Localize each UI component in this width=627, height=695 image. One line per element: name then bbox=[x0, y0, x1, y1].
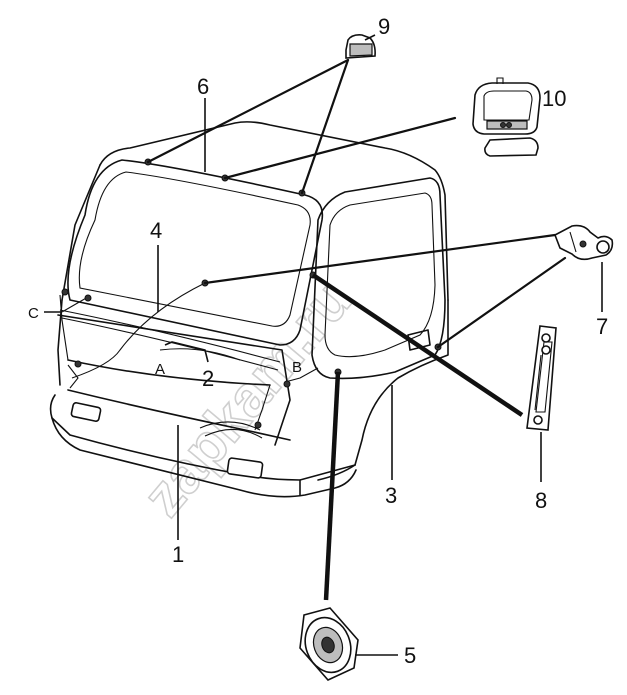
switch-part bbox=[553, 224, 614, 261]
callout-2: 2 bbox=[202, 366, 214, 391]
roof-lamp-part bbox=[345, 34, 376, 59]
connector-dot bbox=[61, 288, 69, 296]
callout-3: 3 bbox=[385, 483, 397, 508]
connector-dot bbox=[74, 360, 82, 368]
callout-4: 4 bbox=[150, 218, 162, 243]
connector-dot bbox=[84, 294, 92, 302]
callout-7: 7 bbox=[596, 314, 608, 339]
callout-5: 5 bbox=[404, 643, 416, 668]
point-labels: A B C bbox=[28, 305, 302, 378]
interior-mirror-part bbox=[472, 77, 541, 157]
connector-dot bbox=[254, 421, 262, 429]
point-label-c: C bbox=[28, 305, 39, 322]
callout-6: 6 bbox=[197, 74, 209, 99]
point-label-a: A bbox=[155, 361, 165, 378]
callout-labels: 1 2 3 4 5 6 7 8 9 10 bbox=[150, 14, 608, 668]
callout-leaders bbox=[44, 34, 603, 656]
callout-10: 10 bbox=[542, 86, 566, 111]
cab-body bbox=[49, 121, 449, 498]
speaker-part bbox=[299, 607, 359, 681]
leader-wires bbox=[146, 58, 567, 601]
callout-8: 8 bbox=[535, 488, 547, 513]
door-lamp-part bbox=[526, 325, 557, 431]
callout-1: 1 bbox=[172, 542, 184, 567]
connector-dot bbox=[283, 380, 291, 388]
point-label-b: B bbox=[292, 359, 302, 376]
callout-9: 9 bbox=[378, 14, 390, 39]
